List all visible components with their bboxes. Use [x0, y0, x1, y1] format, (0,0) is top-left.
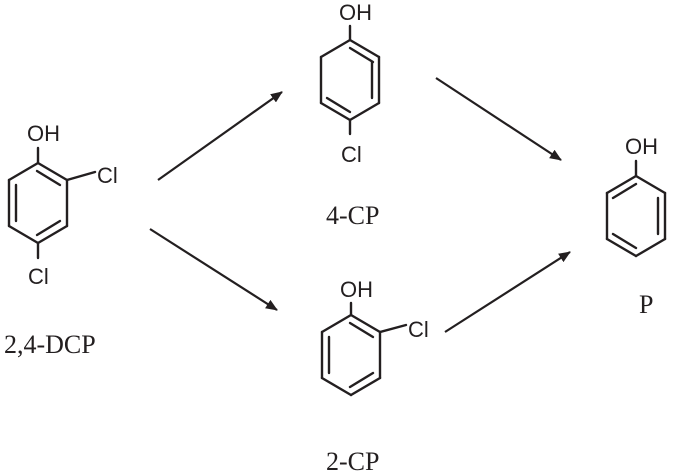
chlorine-label: Cl: [28, 264, 49, 289]
arrow-dcp-to-2cp: [149, 228, 278, 311]
chlorine-label: Cl: [341, 142, 362, 167]
cl-bond: [65, 170, 97, 182]
benzene-ring: [605, 174, 667, 258]
molecule-4-cp: OH Cl 4-CP: [319, 0, 381, 230]
chlorine-label: Cl: [408, 317, 429, 342]
hydroxyl-label: OH: [625, 134, 658, 159]
compound-name: 2,4-DCP: [4, 330, 96, 359]
hydroxyl-label: OH: [27, 121, 60, 146]
molecule-phenol: OH P: [605, 134, 667, 319]
compound-name: 4-CP: [326, 201, 379, 230]
cl-bond: [378, 323, 408, 334]
hydroxyl-label: OH: [339, 0, 372, 25]
arrow-2cp-to-p: [444, 251, 571, 333]
chlorine-label: Cl: [97, 163, 118, 188]
benzene-ring: [320, 313, 382, 397]
molecule-2-cp: OH Cl 2-CP: [320, 277, 429, 476]
compound-name: 2-CP: [326, 447, 379, 476]
molecule-2-4-dcp: OH Cl Cl 2,4-DCP: [4, 121, 118, 359]
compound-name: P: [639, 290, 653, 319]
arrow-4cp-to-p: [435, 77, 562, 161]
hydroxyl-label: OH: [340, 277, 373, 302]
benzene-ring: [319, 38, 381, 122]
arrow-dcp-to-4cp: [157, 91, 283, 181]
benzene-ring: [7, 161, 69, 245]
